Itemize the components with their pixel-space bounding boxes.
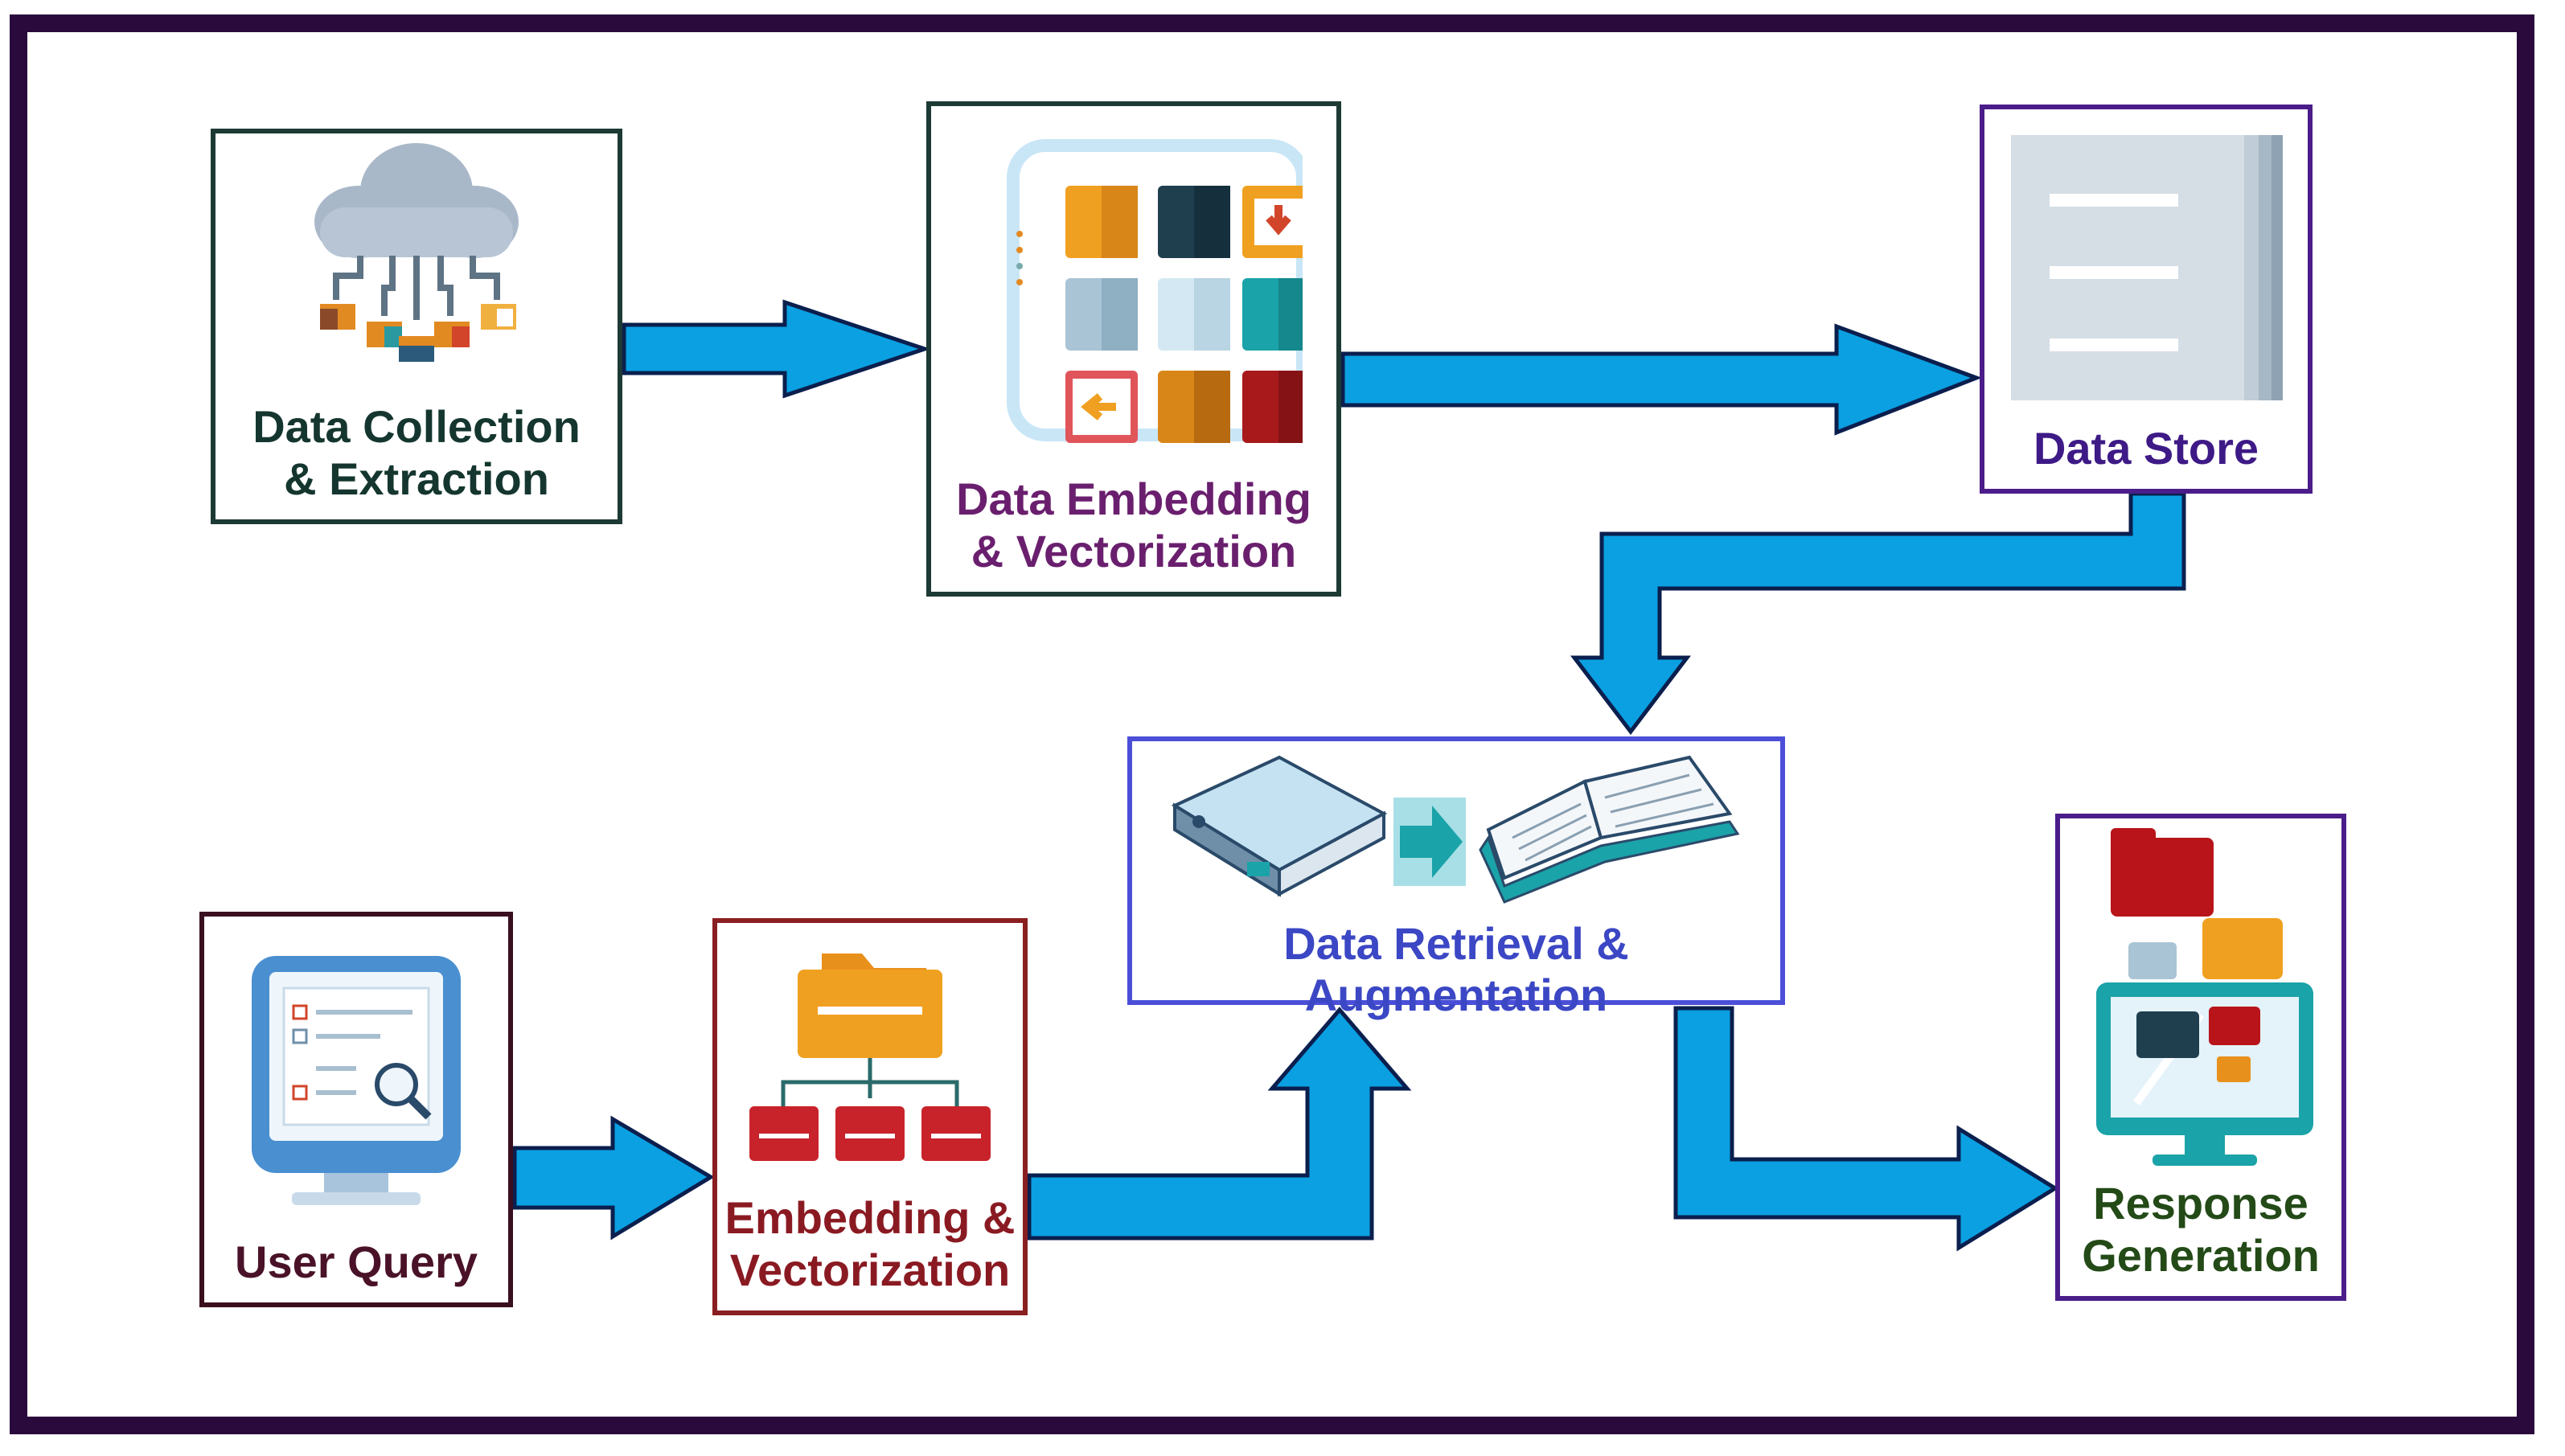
label-line-1: Response [2093, 1178, 2308, 1229]
label-line-1: Data Store [2033, 422, 2259, 474]
vector-grid-icon [931, 106, 1336, 474]
arrow-collection-to-embedding [622, 299, 931, 399]
arrow-embedding-to-retrieval [1027, 1007, 1412, 1241]
node-label: Data Retrieval & Augmentation [1132, 918, 1780, 1036]
arrow-retrieval-to-response [1673, 1006, 2059, 1252]
teal-arrow-icon [1393, 798, 1466, 886]
node-label: User Query [235, 1237, 478, 1302]
monitor-folders-icon [2060, 818, 2341, 1178]
label-line-2: Vectorization [729, 1244, 1011, 1295]
node-label: Data Embedding & Vectorization [956, 474, 1311, 592]
open-book-icon [1479, 755, 1740, 904]
node-data-retrieval: Data Retrieval & Augmentation [1127, 736, 1785, 1020]
node-label: Data Store [2034, 423, 2259, 489]
closed-book-icon [1171, 755, 1388, 897]
node-label: Data Collection & Extraction [252, 401, 581, 519]
node-embedding-vectorization: Embedding & Vectorization [712, 918, 1028, 1315]
arrow-store-to-retrieval [1570, 491, 2186, 736]
label-line-1: Embedding & [724, 1192, 1016, 1244]
label-line-2: & Extraction [284, 453, 549, 504]
node-label: Embedding & Vectorization [725, 1192, 1016, 1310]
label-line-2: & Vectorization [971, 525, 1297, 576]
node-response-generation: Response Generation [2055, 814, 2346, 1301]
arrow-embedding-to-store [1340, 323, 1983, 436]
label-line-1: Data Retrieval & Augmentation [1283, 918, 1629, 1021]
node-data-store: Data Store [1980, 105, 2313, 494]
monitor-search-icon [204, 917, 508, 1237]
document-stack-icon [1984, 109, 2308, 423]
label-line-1: User Query [235, 1236, 478, 1287]
node-user-query: User Query [199, 912, 513, 1307]
arrow-query-to-embedding [512, 1115, 715, 1241]
node-label: Response Generation [2082, 1178, 2320, 1296]
label-line-2: Generation [2082, 1229, 2320, 1281]
label-line-1: Data Embedding [956, 474, 1311, 525]
label-line-1: Data Collection [252, 401, 581, 453]
node-data-embedding: Data Embedding & Vectorization [926, 101, 1341, 597]
node-data-collection: Data Collection & Extraction [211, 129, 622, 524]
book-transfer-icon [1132, 741, 1780, 918]
cloud-distribution-icon [215, 133, 618, 401]
folder-hierarchy-icon [717, 923, 1023, 1192]
